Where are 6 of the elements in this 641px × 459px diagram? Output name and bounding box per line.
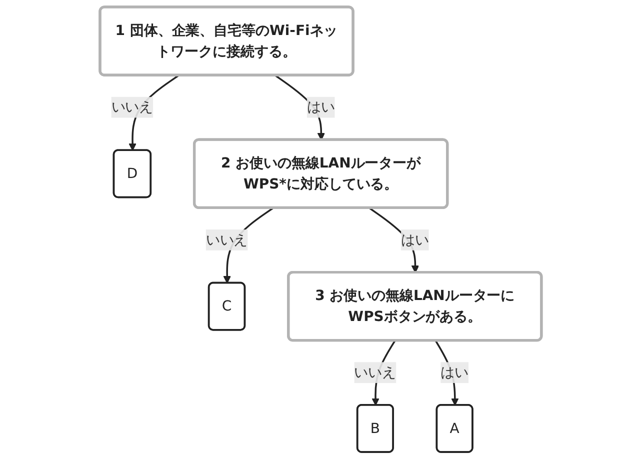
edge-label: はい xyxy=(400,231,429,248)
edge-label: いいえ xyxy=(206,231,248,248)
edge-label: はい xyxy=(440,364,468,380)
edge-label: いいえ xyxy=(111,98,153,116)
edge-label: はい xyxy=(306,98,335,116)
edge-label: いいえ xyxy=(354,364,396,380)
